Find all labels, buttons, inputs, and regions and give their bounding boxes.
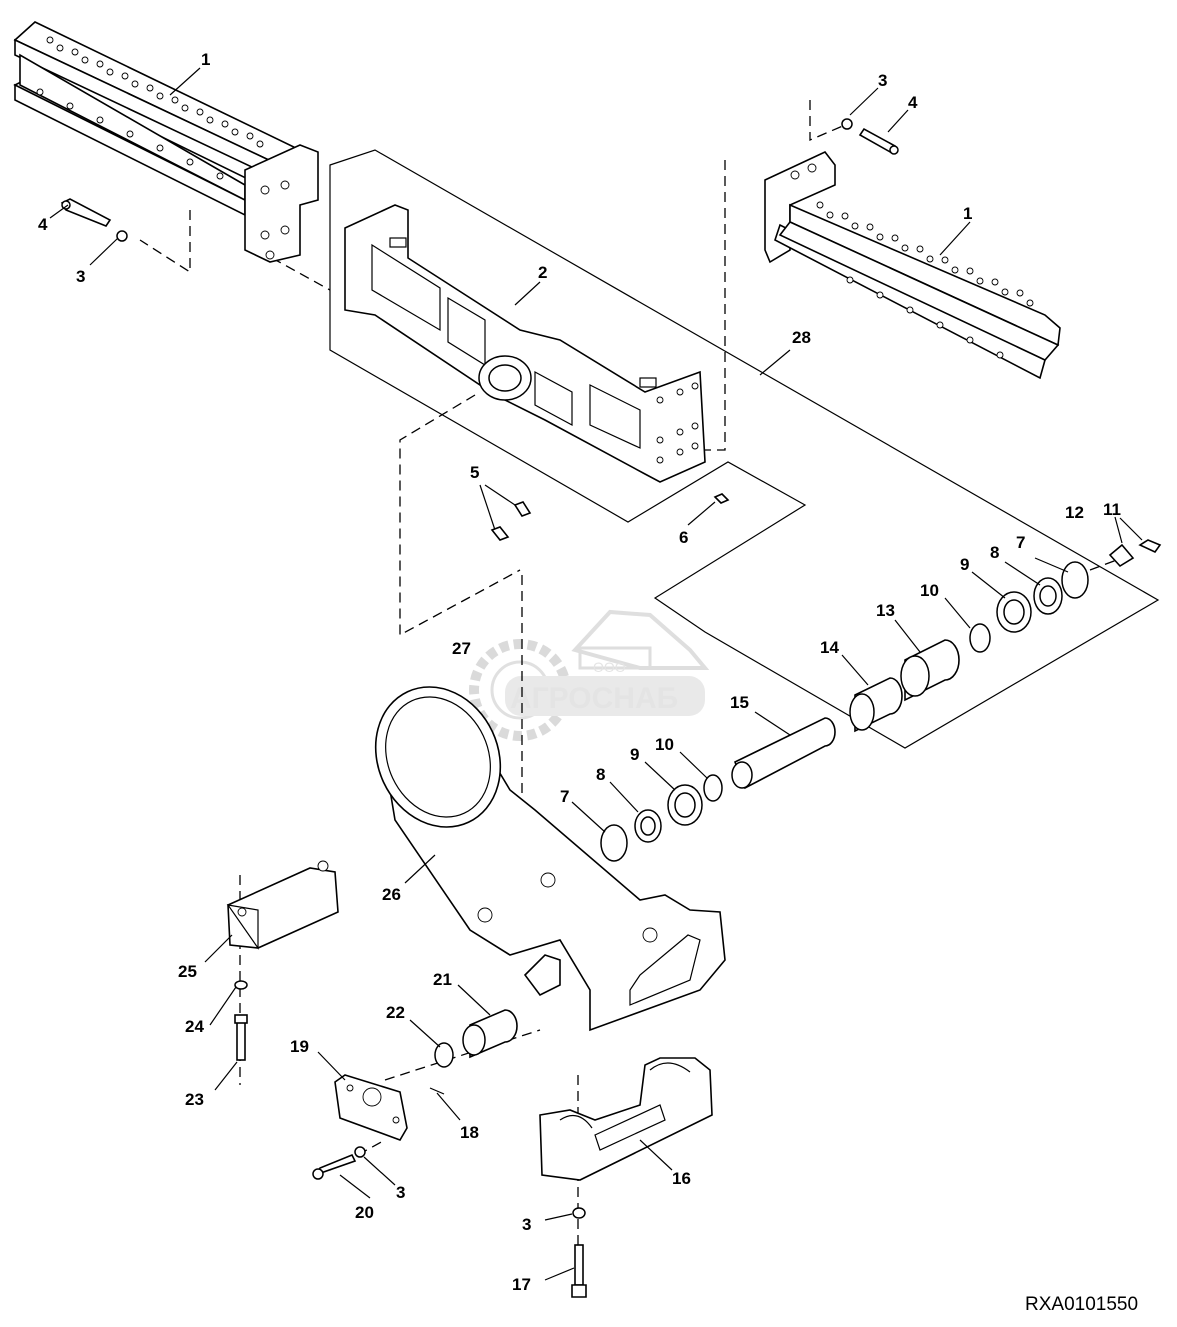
callout-18: 18: [460, 1123, 479, 1142]
watermark-prefix: ООО: [593, 659, 626, 675]
bolt-4-right: [858, 127, 899, 155]
callout-7-upper: 7: [1016, 533, 1025, 552]
callout-16: 16: [672, 1169, 691, 1188]
bolt-part-20: [312, 1153, 357, 1180]
saddle-part-16: [539, 1057, 713, 1181]
bolt-part-11: [1138, 539, 1162, 554]
callout-15: 15: [730, 693, 749, 712]
callout-6: 6: [679, 528, 688, 547]
plate-part-19: [334, 1074, 408, 1141]
axle-beam-end-holes: [656, 382, 699, 464]
pivot-pin-15: [731, 717, 836, 790]
beam-right-part-1: [764, 151, 1061, 380]
washer-3-bottom: [572, 1207, 586, 1219]
callout-12: 12: [1065, 503, 1084, 522]
callout-22: 22: [386, 1003, 405, 1022]
bushing-21: [462, 1009, 518, 1059]
callout-28: 28: [792, 328, 811, 347]
callout-19: 19: [290, 1037, 309, 1056]
seal-9-upper: [996, 591, 1032, 633]
plate-part-12: [1108, 543, 1135, 568]
callout-9-lower: 9: [630, 745, 639, 764]
beam-right-holes: [790, 163, 1034, 359]
callout-3-lower-left: 3: [396, 1183, 405, 1202]
callout-3-bottom: 3: [522, 1215, 531, 1234]
reference-code: RXA0101550: [1025, 1294, 1138, 1315]
callout-24: 24: [185, 1017, 204, 1036]
washer-3-right: [841, 118, 853, 130]
washer-8-lower: [634, 809, 662, 843]
pin-part-18: [429, 1087, 445, 1095]
callout-14: 14: [820, 638, 839, 657]
bushing-13: [900, 639, 960, 702]
callout-13: 13: [876, 601, 895, 620]
callout-25: 25: [178, 962, 197, 981]
watermark-name: АГРОСНАБ: [510, 682, 678, 715]
callout-2: 2: [538, 263, 547, 282]
bolt-17: [571, 1244, 587, 1298]
callout-21: 21: [433, 970, 452, 989]
callout-4-right: 4: [908, 93, 918, 112]
beam-left-holes: [36, 36, 290, 260]
callout-9-upper: 9: [960, 555, 969, 574]
callout-8-lower: 8: [596, 765, 605, 784]
callout-17: 17: [512, 1275, 531, 1294]
callout-27: 27: [452, 639, 471, 658]
bushing-14: [849, 677, 903, 733]
watermark-logo: ООО АГРОСНАБ: [469, 609, 710, 741]
washer-3-left: [116, 230, 128, 242]
snap-ring-7-lower: [600, 824, 628, 862]
bolt-4-left: [60, 198, 112, 227]
group-boundary-28: [329, 149, 1160, 749]
ring-10-upper: [969, 623, 991, 653]
bracket-part-25: [226, 860, 339, 950]
support-arm-part-26: [374, 686, 726, 1032]
callout-4-left: 4: [38, 215, 48, 234]
callout-5: 5: [470, 463, 479, 482]
bolt-23: [234, 1014, 248, 1061]
pin-part-6: [713, 493, 730, 504]
beam-left-part-1: [13, 21, 319, 263]
leader-lines: [49, 67, 1143, 1281]
callout-20: 20: [355, 1203, 374, 1222]
ring-10-lower: [703, 774, 723, 802]
callout-1-right: 1: [963, 204, 972, 223]
callout-labels: 1 1 2 3 3 3 3 4 4 5 6 7 7 8 8 9 9 10 10 …: [38, 50, 1121, 1294]
snap-ring-7-upper: [1061, 561, 1089, 599]
washer-8-upper: [1033, 577, 1063, 615]
seal-9-lower: [667, 784, 703, 826]
callout-26: 26: [382, 885, 401, 904]
ring-22: [434, 1042, 454, 1068]
callout-7-lower: 7: [560, 787, 569, 806]
clip-part-5: [479, 484, 532, 541]
axle-beam-part-2: [344, 204, 706, 483]
callout-11: 11: [1103, 500, 1121, 519]
callout-8-upper: 8: [990, 543, 999, 562]
callout-3-top-right: 3: [878, 71, 887, 90]
callout-1-left: 1: [201, 50, 210, 69]
callout-23: 23: [185, 1090, 204, 1109]
callout-10-upper: 10: [920, 581, 939, 600]
washer-24: [234, 980, 248, 990]
callout-10-lower: 10: [655, 735, 674, 754]
callout-3-left: 3: [76, 267, 85, 286]
washer-3-lower-left: [354, 1146, 366, 1158]
